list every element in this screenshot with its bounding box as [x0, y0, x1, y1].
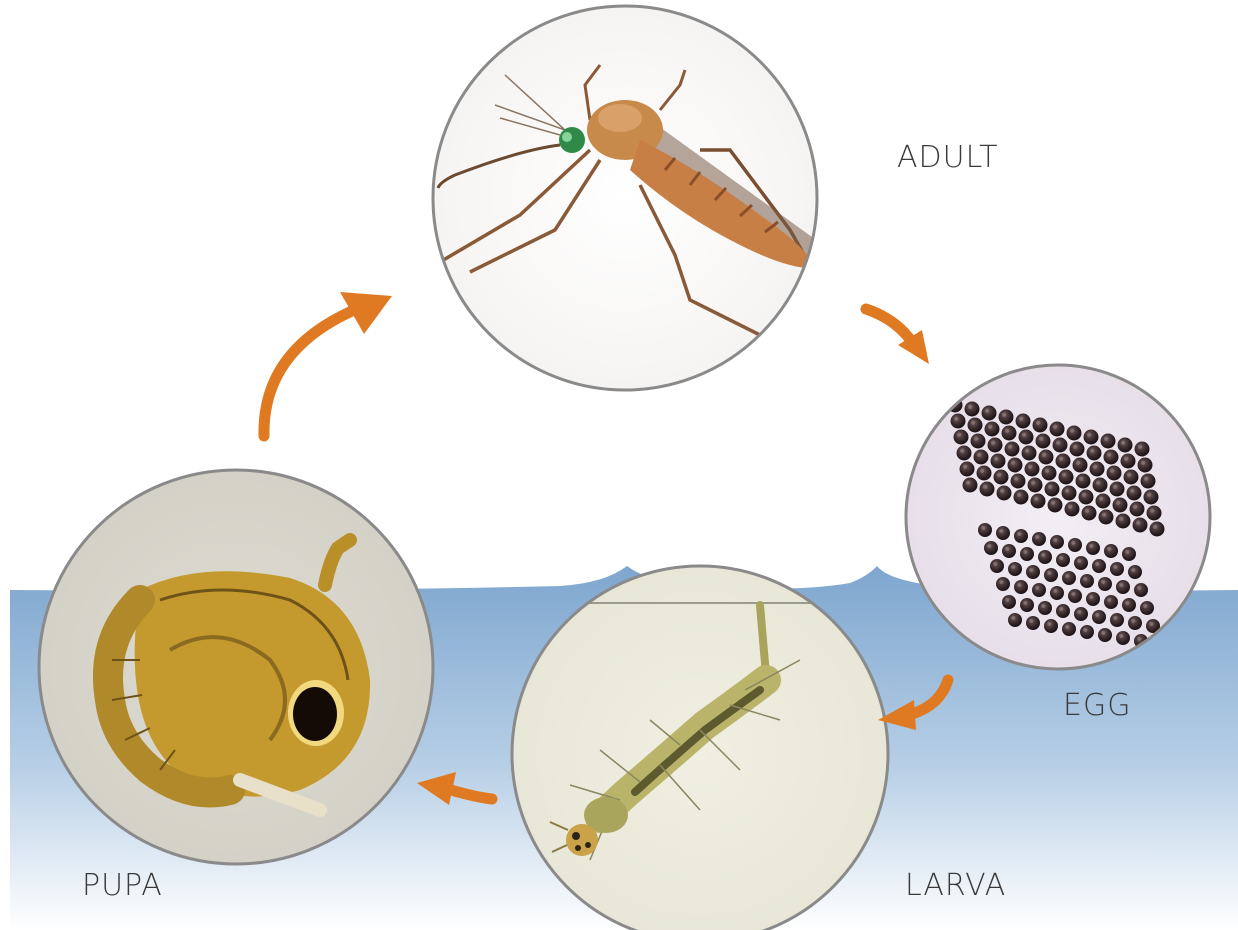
adult-mosquito-icon — [433, 6, 830, 390]
egg-raft-icon — [906, 365, 1210, 669]
pupa-label: PUPA — [82, 868, 163, 903]
cycle-arrow-icon — [866, 309, 929, 364]
larva-label: LARVA — [905, 868, 1006, 903]
egg-label: EGG — [1063, 688, 1131, 723]
pupa-icon — [39, 470, 433, 864]
adult-label: ADULT — [897, 140, 999, 175]
cycle-arrow-icon — [264, 292, 392, 436]
